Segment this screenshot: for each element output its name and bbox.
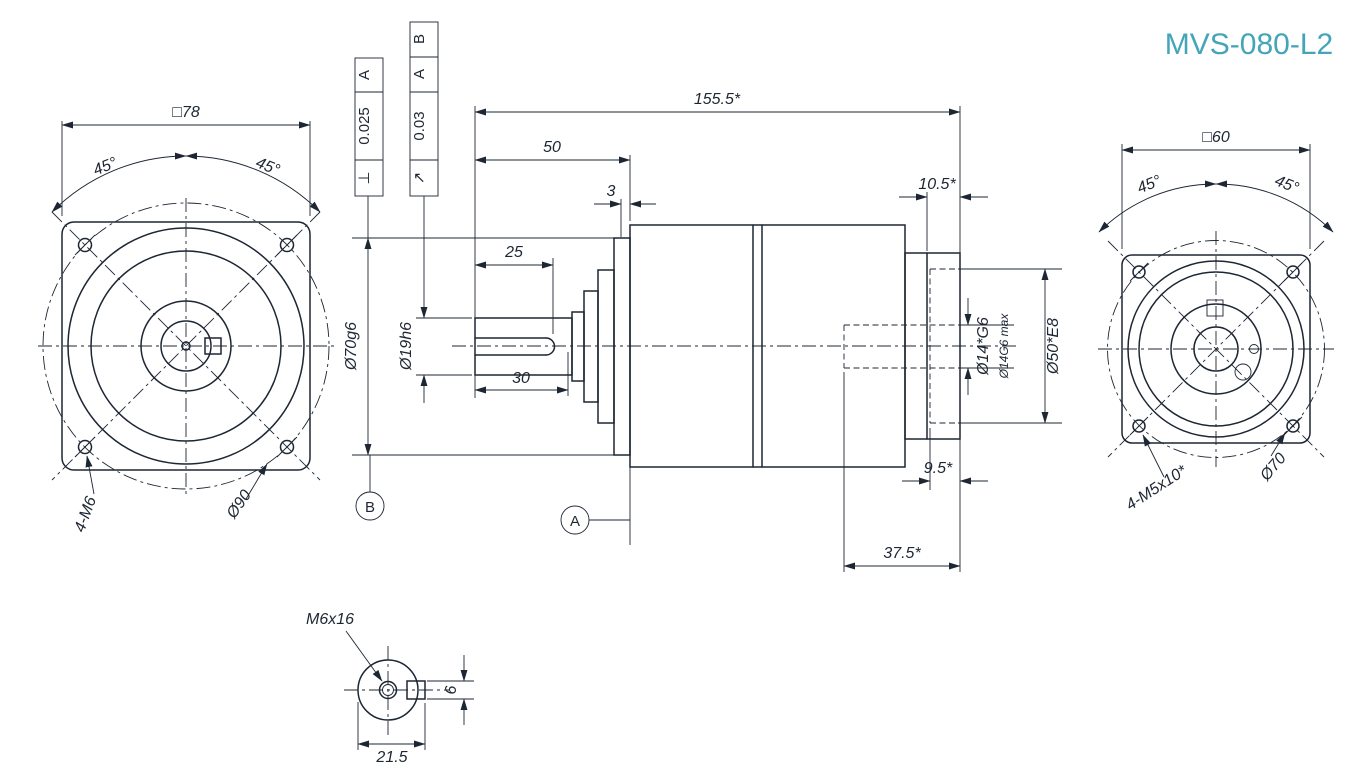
front-view: □78 45° 45° 4-M6 Ø90 <box>38 104 334 534</box>
recess-depth-dim: 9.5* <box>924 460 953 477</box>
datum-a: A <box>560 505 630 535</box>
rear-size-dim: □60 <box>1202 129 1230 146</box>
fcf2-tolerance: 0.03 <box>411 111 428 140</box>
key-section <box>406 680 426 700</box>
tapped-hole-outer <box>378 680 398 700</box>
rear-holes-label: 4-M5x10* <box>1123 462 1190 514</box>
key-height-dim: 6 <box>443 685 460 694</box>
rear-angle-right: 45° <box>1272 172 1301 197</box>
front-holes-label: 4-M6 <box>72 494 100 534</box>
shaft-step1 <box>571 311 585 382</box>
tapped-hole-inner <box>382 684 394 696</box>
pilot-dia-dim: Ø70g6 <box>343 322 360 371</box>
fcf1-datum: A <box>356 70 373 80</box>
bolt-circle <box>42 202 330 490</box>
rear-bolt-holes <box>1129 262 1303 436</box>
key-full-dim: 30 <box>512 370 530 387</box>
fcf-perpendicularity: A 0.025 ⊥ <box>354 57 384 197</box>
datum-a-label: A <box>570 513 580 530</box>
clamp-slot <box>1206 299 1224 317</box>
keyway-end <box>545 337 556 356</box>
clamp-screw <box>1234 363 1252 381</box>
rear-bolt-circle <box>1107 240 1325 458</box>
rear-length-dim: 37.5* <box>883 545 921 562</box>
side-view: 155.5* 50 3 25 30 Ø70g6 Ø19h6 10.5* 9.5*… <box>343 21 1062 572</box>
rear-flange-square <box>1121 254 1311 444</box>
datum-b: B <box>355 455 385 521</box>
centerline-diag2 <box>51 211 321 481</box>
total-length-dim: 155.5* <box>694 91 741 108</box>
fcf1-tolerance: 0.025 <box>356 107 373 145</box>
fcf-runout: B A 0.03 ↗ <box>409 21 439 197</box>
thread-label: M6x16 <box>306 611 354 628</box>
angle-arc-right <box>185 152 321 213</box>
fcf2-symbol: ↗ <box>411 172 428 185</box>
rear-circle-hub <box>1170 303 1262 395</box>
centerline-diag1 <box>51 211 321 481</box>
rear-pilot-label: Ø70 <box>1257 450 1290 485</box>
circle-outer <box>67 227 305 465</box>
bolt-holes <box>74 234 298 458</box>
rear-flange <box>904 252 961 440</box>
pilot-spigot <box>613 237 631 456</box>
shaft-length-dim: 50 <box>543 139 561 156</box>
bore-max-dim: Ø14G6 max <box>997 313 1011 380</box>
circle-center <box>181 341 191 351</box>
front-angle-left: 45° <box>91 154 120 179</box>
step-dim: 3 <box>607 183 616 200</box>
fcf2-datum1: A <box>411 69 428 79</box>
fcf1-symbol: ⊥ <box>356 171 373 184</box>
pin-hole <box>1249 344 1259 354</box>
rear-circle-outer <box>1127 260 1305 438</box>
output-shaft <box>474 317 573 376</box>
shaft-section <box>357 659 419 721</box>
shaft-dia-dim: Ø19h6 <box>398 322 415 371</box>
rear-view: □60 45° 45° 4-M5x10* Ø70 <box>1098 129 1334 514</box>
recess-dia-dim: Ø50*E8 <box>1045 318 1062 375</box>
rear-circle-bore <box>1193 326 1239 372</box>
fcf2-datum2: B <box>411 34 428 44</box>
angle-arc-left <box>51 152 187 213</box>
shaft-step3 <box>597 269 615 424</box>
bore-dia-dim: Ø14*G6 <box>975 317 992 376</box>
drawing-title: MVS-080-L2 <box>1165 28 1333 61</box>
key-length-dim: 25 <box>504 244 523 261</box>
key-width-dim: 21.5 <box>375 749 407 766</box>
flange-square <box>61 221 311 471</box>
rear-thickness-dim: 10.5* <box>918 176 956 193</box>
front-angle-right: 45° <box>253 154 282 179</box>
circle-shaft <box>160 320 212 372</box>
key-square <box>204 337 222 355</box>
shaft-step2 <box>583 290 599 403</box>
rear-circle-recess <box>1138 271 1294 427</box>
circle-hub <box>140 300 232 392</box>
shaft-end-detail: M6x16 6 21.5 <box>306 611 474 766</box>
front-size-dim: □78 <box>172 104 200 121</box>
circle-pilot <box>90 250 282 442</box>
datum-b-label: B <box>365 499 375 516</box>
